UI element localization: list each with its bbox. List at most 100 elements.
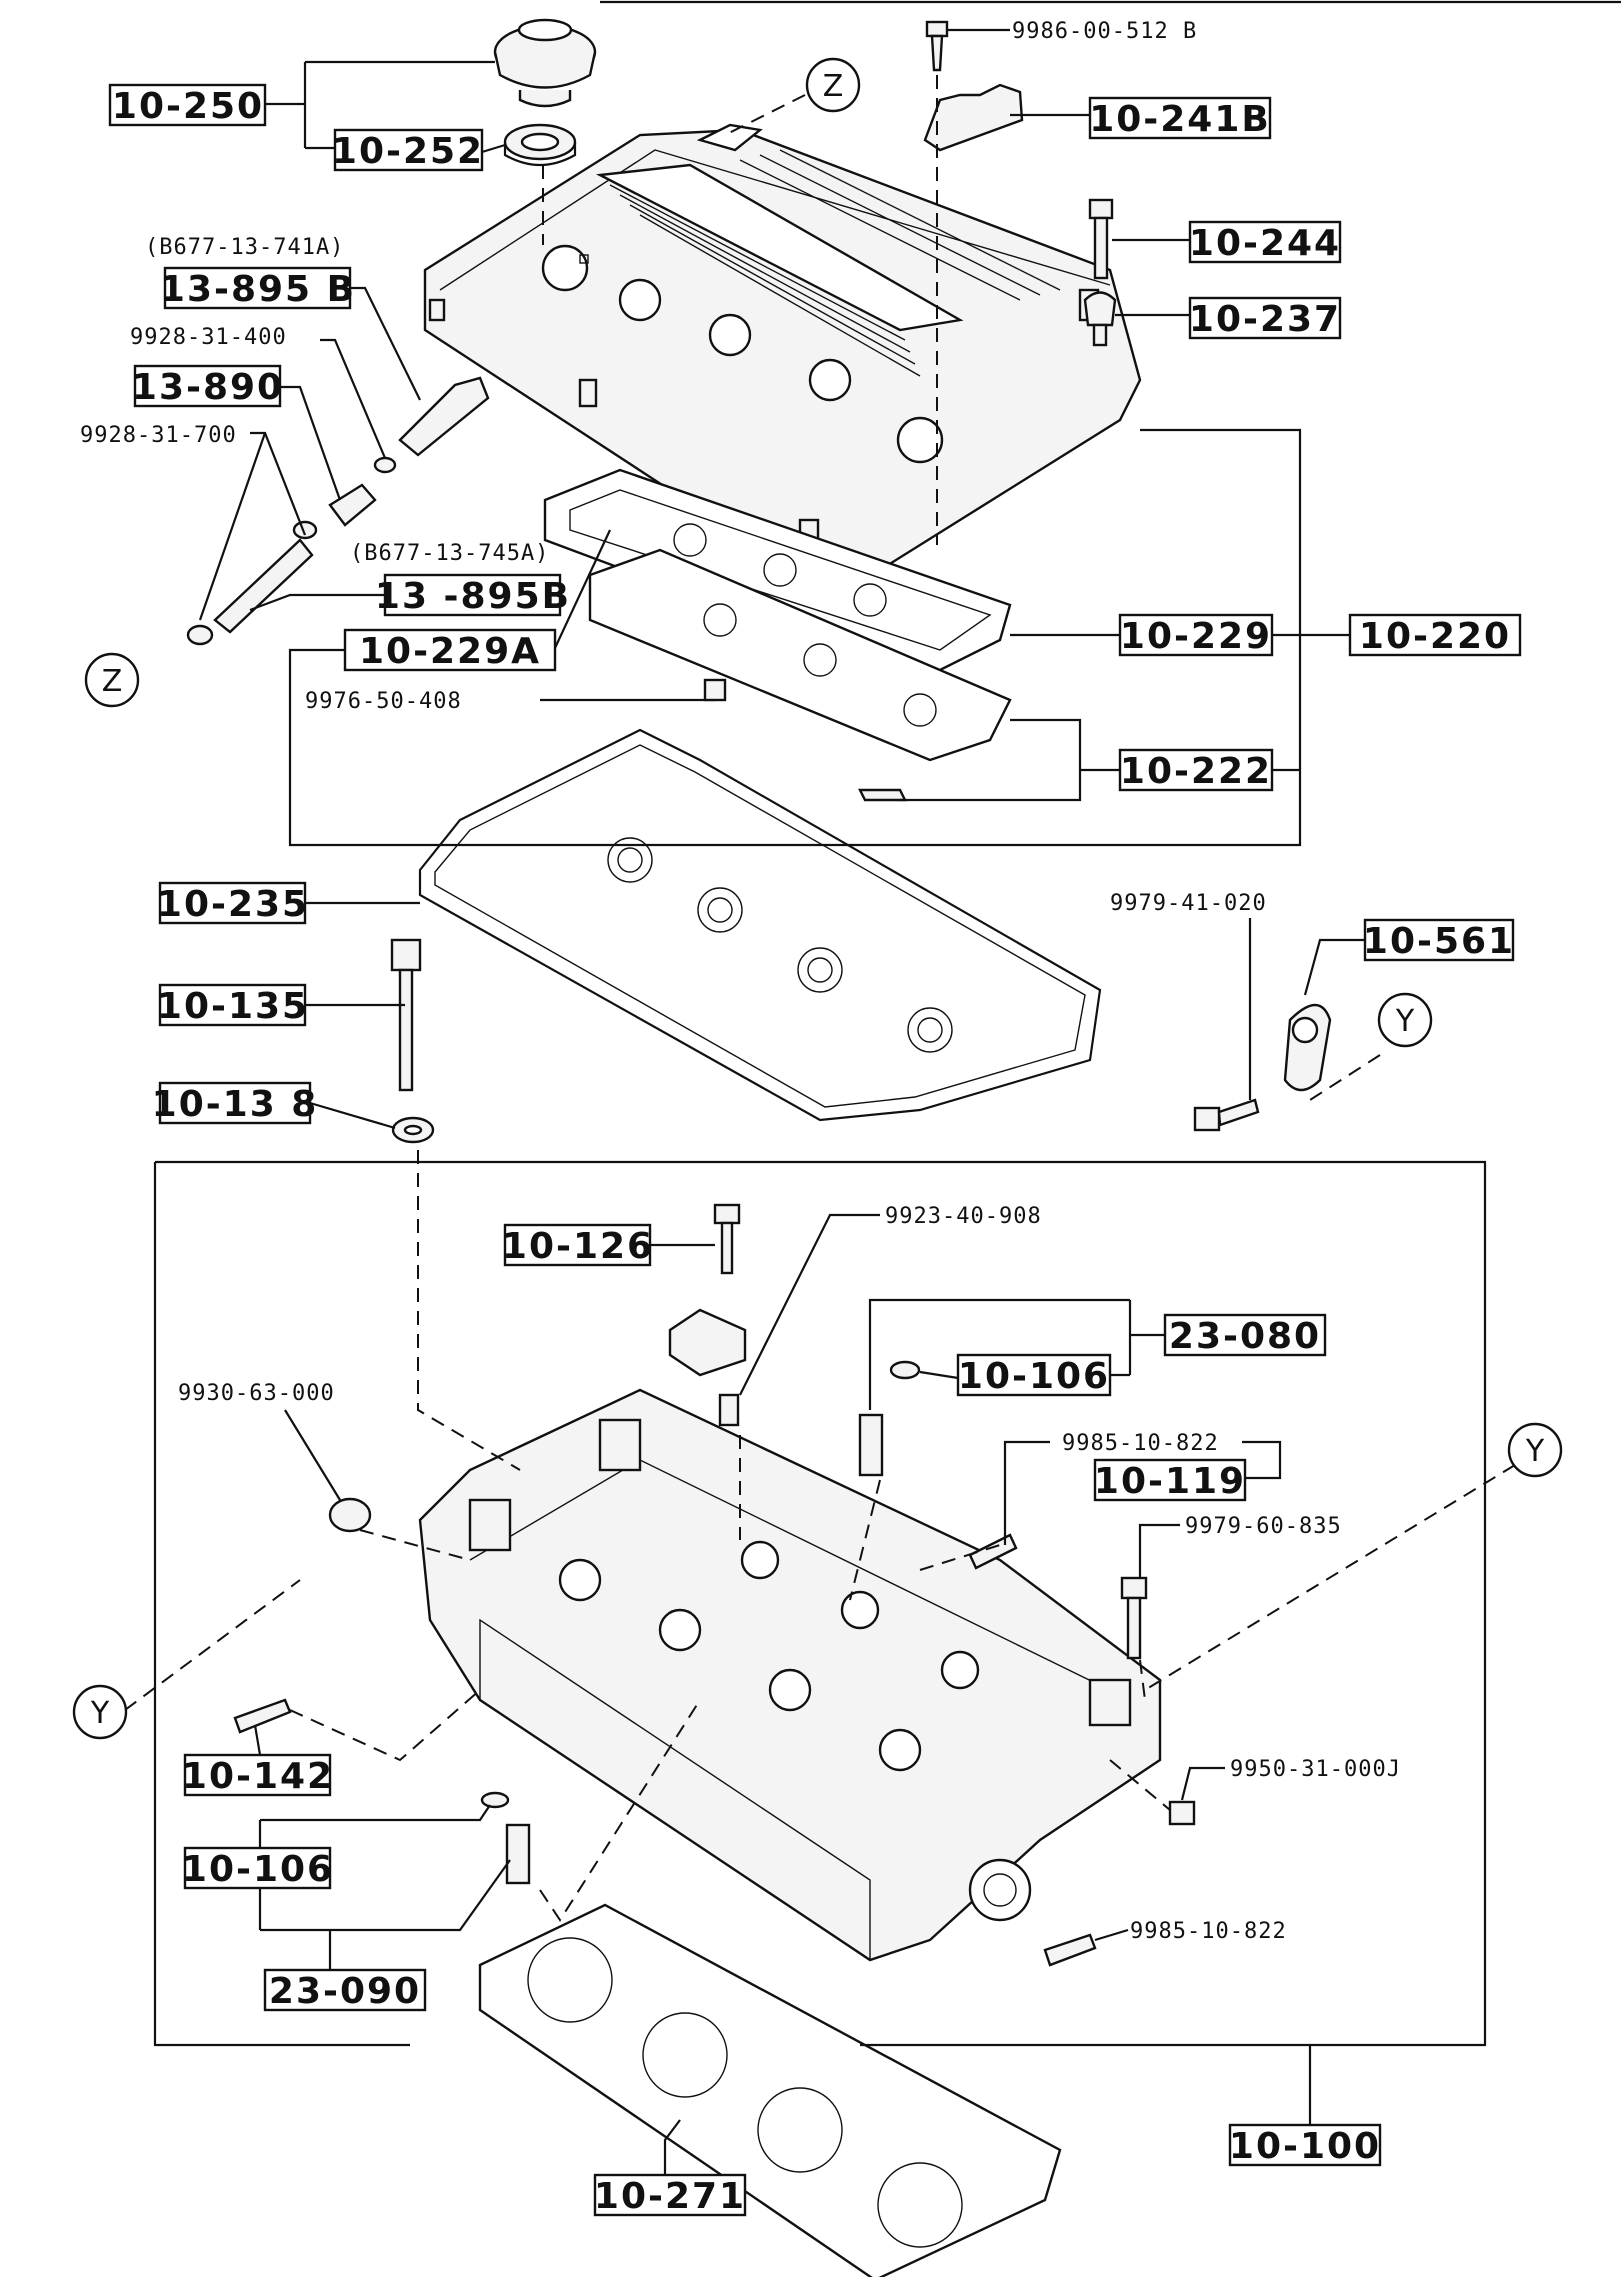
code-9928-31-700: 9928-31-700 (80, 423, 237, 448)
label-10-135: 10-135 (157, 983, 307, 1027)
svg-text:13-890: 13-890 (132, 367, 284, 408)
label-23-090: 23-090 (263, 1968, 427, 2012)
code-b677-13-741a: (B677-13-741A) (145, 235, 344, 260)
svg-text:Y: Y (1395, 1004, 1415, 1039)
label-10-126: 10-126 (502, 1223, 654, 1267)
svg-text:10-237: 10-237 (1189, 299, 1341, 340)
label-10-252: 10-252 (332, 128, 484, 172)
svg-text:10-235: 10-235 (157, 884, 309, 925)
svg-text:Y: Y (1525, 1434, 1545, 1469)
label-10-106-upper: 10-106 (956, 1353, 1112, 1397)
valve-guide-10-106-top (858, 1360, 921, 1477)
svg-text:10-13 8: 10-13 8 (152, 1084, 319, 1125)
bolt-9979-41-020 (1193, 1098, 1260, 1132)
svg-text:Z: Z (102, 664, 123, 699)
svg-text:10-119: 10-119 (1094, 1461, 1246, 1502)
label-10-222: 10-222 (1118, 748, 1274, 792)
code-9979-60-835: 9979-60-835 (1185, 1514, 1342, 1539)
label-10-142: 10-142 (182, 1753, 334, 1797)
ref-y-left: Y (72, 1684, 128, 1740)
svg-text:10-229: 10-229 (1120, 616, 1272, 657)
svg-text:Z: Z (823, 69, 844, 104)
svg-text:23-090: 23-090 (269, 1971, 421, 2012)
ref-y-right: Y (1507, 1422, 1563, 1478)
code-labels: 9986-00-512 B (B677-13-741A) 9928-31-400… (80, 19, 1401, 1944)
svg-text:10-241B: 10-241B (1089, 99, 1271, 140)
svg-text:10-250: 10-250 (112, 86, 264, 127)
code-b677-13-745a: (B677-13-745A) (350, 541, 549, 566)
cylinder-head (418, 1388, 1162, 1962)
part-labels: 10-250 10-252 10-241B 10-244 10-237 13-8… (108, 83, 1522, 2217)
svg-text:10-244: 10-244 (1189, 223, 1341, 264)
svg-text:23-080: 23-080 (1169, 1316, 1321, 1357)
code-9928-31-400: 9928-31-400 (130, 325, 287, 350)
head-bolt-10-135 (390, 938, 422, 1092)
cylinder-head-gasket (478, 1903, 1062, 2277)
code-9979-41-020: 9979-41-020 (1110, 891, 1267, 916)
svg-text:10-222: 10-222 (1120, 751, 1272, 792)
pcv-valve (328, 456, 397, 527)
svg-text:10-252: 10-252 (332, 131, 484, 172)
head-cover-gasket (418, 728, 1102, 1122)
pcv-hose-upper (398, 376, 490, 457)
engine-hanger-10-561 (1283, 1003, 1332, 1092)
label-10-229: 10-229 (1118, 613, 1274, 657)
label-10-138: 10-13 8 (152, 1081, 319, 1125)
label-13-895b-lower: 13 -895B (375, 573, 571, 617)
svg-text:10-220: 10-220 (1359, 616, 1511, 657)
label-10-100: 10-100 (1228, 2123, 1382, 2167)
label-10-235: 10-235 (157, 881, 309, 925)
spark-plug-baffle-10-229 (543, 468, 1012, 682)
svg-text:13-895 B: 13-895 B (160, 269, 356, 310)
svg-text:10-142: 10-142 (182, 1756, 334, 1797)
code-9985-10-822-upper: 9985-10-822 (1062, 1431, 1219, 1456)
cam-cap-10-126 (668, 1203, 747, 1377)
plug-9950-31-000j (1168, 1800, 1196, 1826)
svg-text:10-561: 10-561 (1363, 921, 1515, 962)
label-10-241b: 10-241B (1088, 96, 1272, 140)
svg-text:10-106: 10-106 (182, 1849, 334, 1890)
code-9923-40-908: 9923-40-908 (885, 1204, 1042, 1229)
label-10-229a: 10-229A (343, 628, 557, 672)
label-10-271: 10-271 (593, 2173, 747, 2217)
svg-text:Y: Y (90, 1696, 110, 1731)
screw-9986-00-512b (925, 20, 949, 72)
oil-filler-cap (493, 18, 597, 108)
valve-guide-10-106-bottom (480, 1791, 531, 1885)
bolt-10-244 (1088, 198, 1114, 280)
washer-10-138 (391, 1116, 435, 1144)
cap-seal-ring (503, 123, 577, 166)
label-10-561: 10-561 (1363, 918, 1515, 962)
svg-text:10-106: 10-106 (958, 1356, 1110, 1397)
ref-z-top: Z (805, 57, 861, 113)
ref-y-bracket: Y (1377, 992, 1433, 1048)
harness-clip-10-241b (923, 83, 1024, 152)
code-9930-63-000: 9930-63-000 (178, 1381, 335, 1406)
ref-z-left: Z (84, 652, 140, 708)
code-9950-31-000j: 9950-31-000J (1230, 1757, 1401, 1782)
code-9986-00-512b: 9986-00-512 B (1012, 19, 1197, 44)
label-10-237: 10-237 (1188, 296, 1342, 340)
svg-text:10-271: 10-271 (594, 2176, 746, 2217)
pcv-hose-lower (186, 520, 318, 646)
cap-nut-10-237 (1083, 291, 1117, 347)
label-10-119: 10-119 (1093, 1458, 1247, 1502)
label-13-895b-upper: 13-895 B (160, 266, 356, 310)
bolt-9979-60-835 (1120, 1576, 1148, 1660)
label-10-244: 10-244 (1188, 220, 1342, 264)
reference-markers: Z Z Y Y Y (72, 57, 1563, 1740)
label-10-106-lower: 10-106 (182, 1846, 334, 1890)
reference-dashed-lines (124, 75, 1516, 1922)
stud-9985-10-822-lower (1043, 1933, 1097, 1967)
cylinder-head-cover (423, 123, 1142, 577)
svg-text:10-126: 10-126 (502, 1226, 654, 1267)
plug-9930-63-000 (328, 1497, 372, 1533)
svg-text:10-100: 10-100 (1229, 2126, 1381, 2167)
dowel-9923-40-908 (718, 1393, 740, 1427)
label-10-250: 10-250 (108, 83, 267, 127)
label-10-220: 10-220 (1348, 613, 1522, 657)
code-9985-10-822-lower: 9985-10-822 (1130, 1919, 1287, 1944)
stud-10-142 (233, 1698, 292, 1734)
svg-text:13 -895B: 13 -895B (375, 576, 571, 617)
